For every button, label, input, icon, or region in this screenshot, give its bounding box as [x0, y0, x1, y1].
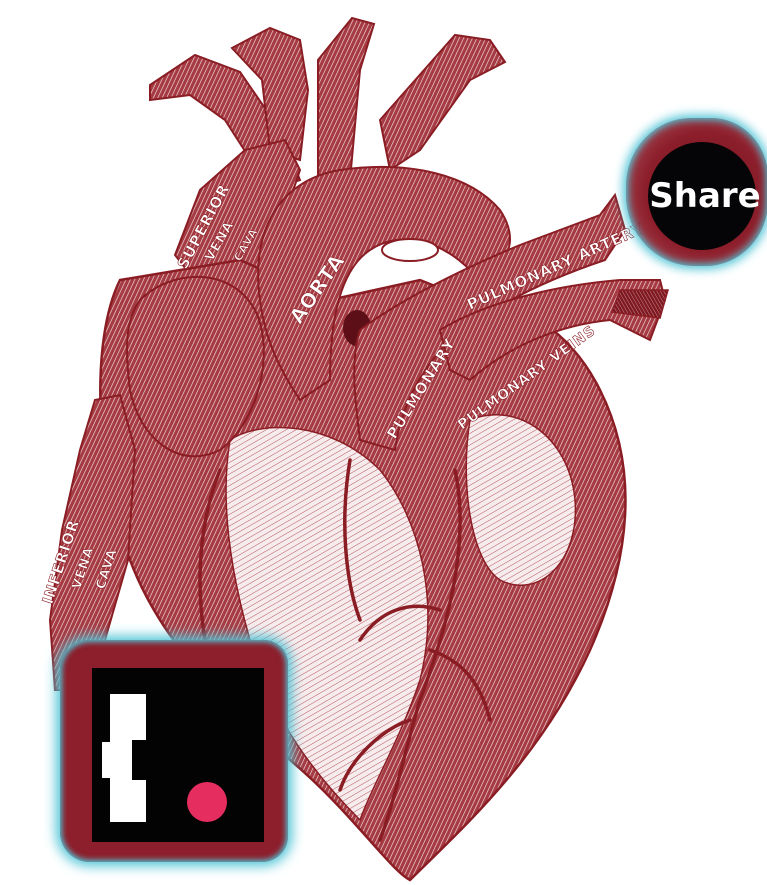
aortic-arch-branches: [150, 18, 505, 190]
logo-bar-notch: [102, 742, 116, 778]
brand-logo[interactable]: [60, 640, 288, 862]
logo-dot: [187, 782, 227, 822]
brand-logo-icon[interactable]: [92, 668, 264, 842]
logo-bar-top-right: [132, 694, 146, 740]
share-button-label: Share: [649, 176, 760, 216]
share-button[interactable]: Share: [626, 118, 767, 266]
share-icon[interactable]: Share: [648, 142, 756, 250]
logo-bar-bottom-right: [132, 780, 146, 822]
